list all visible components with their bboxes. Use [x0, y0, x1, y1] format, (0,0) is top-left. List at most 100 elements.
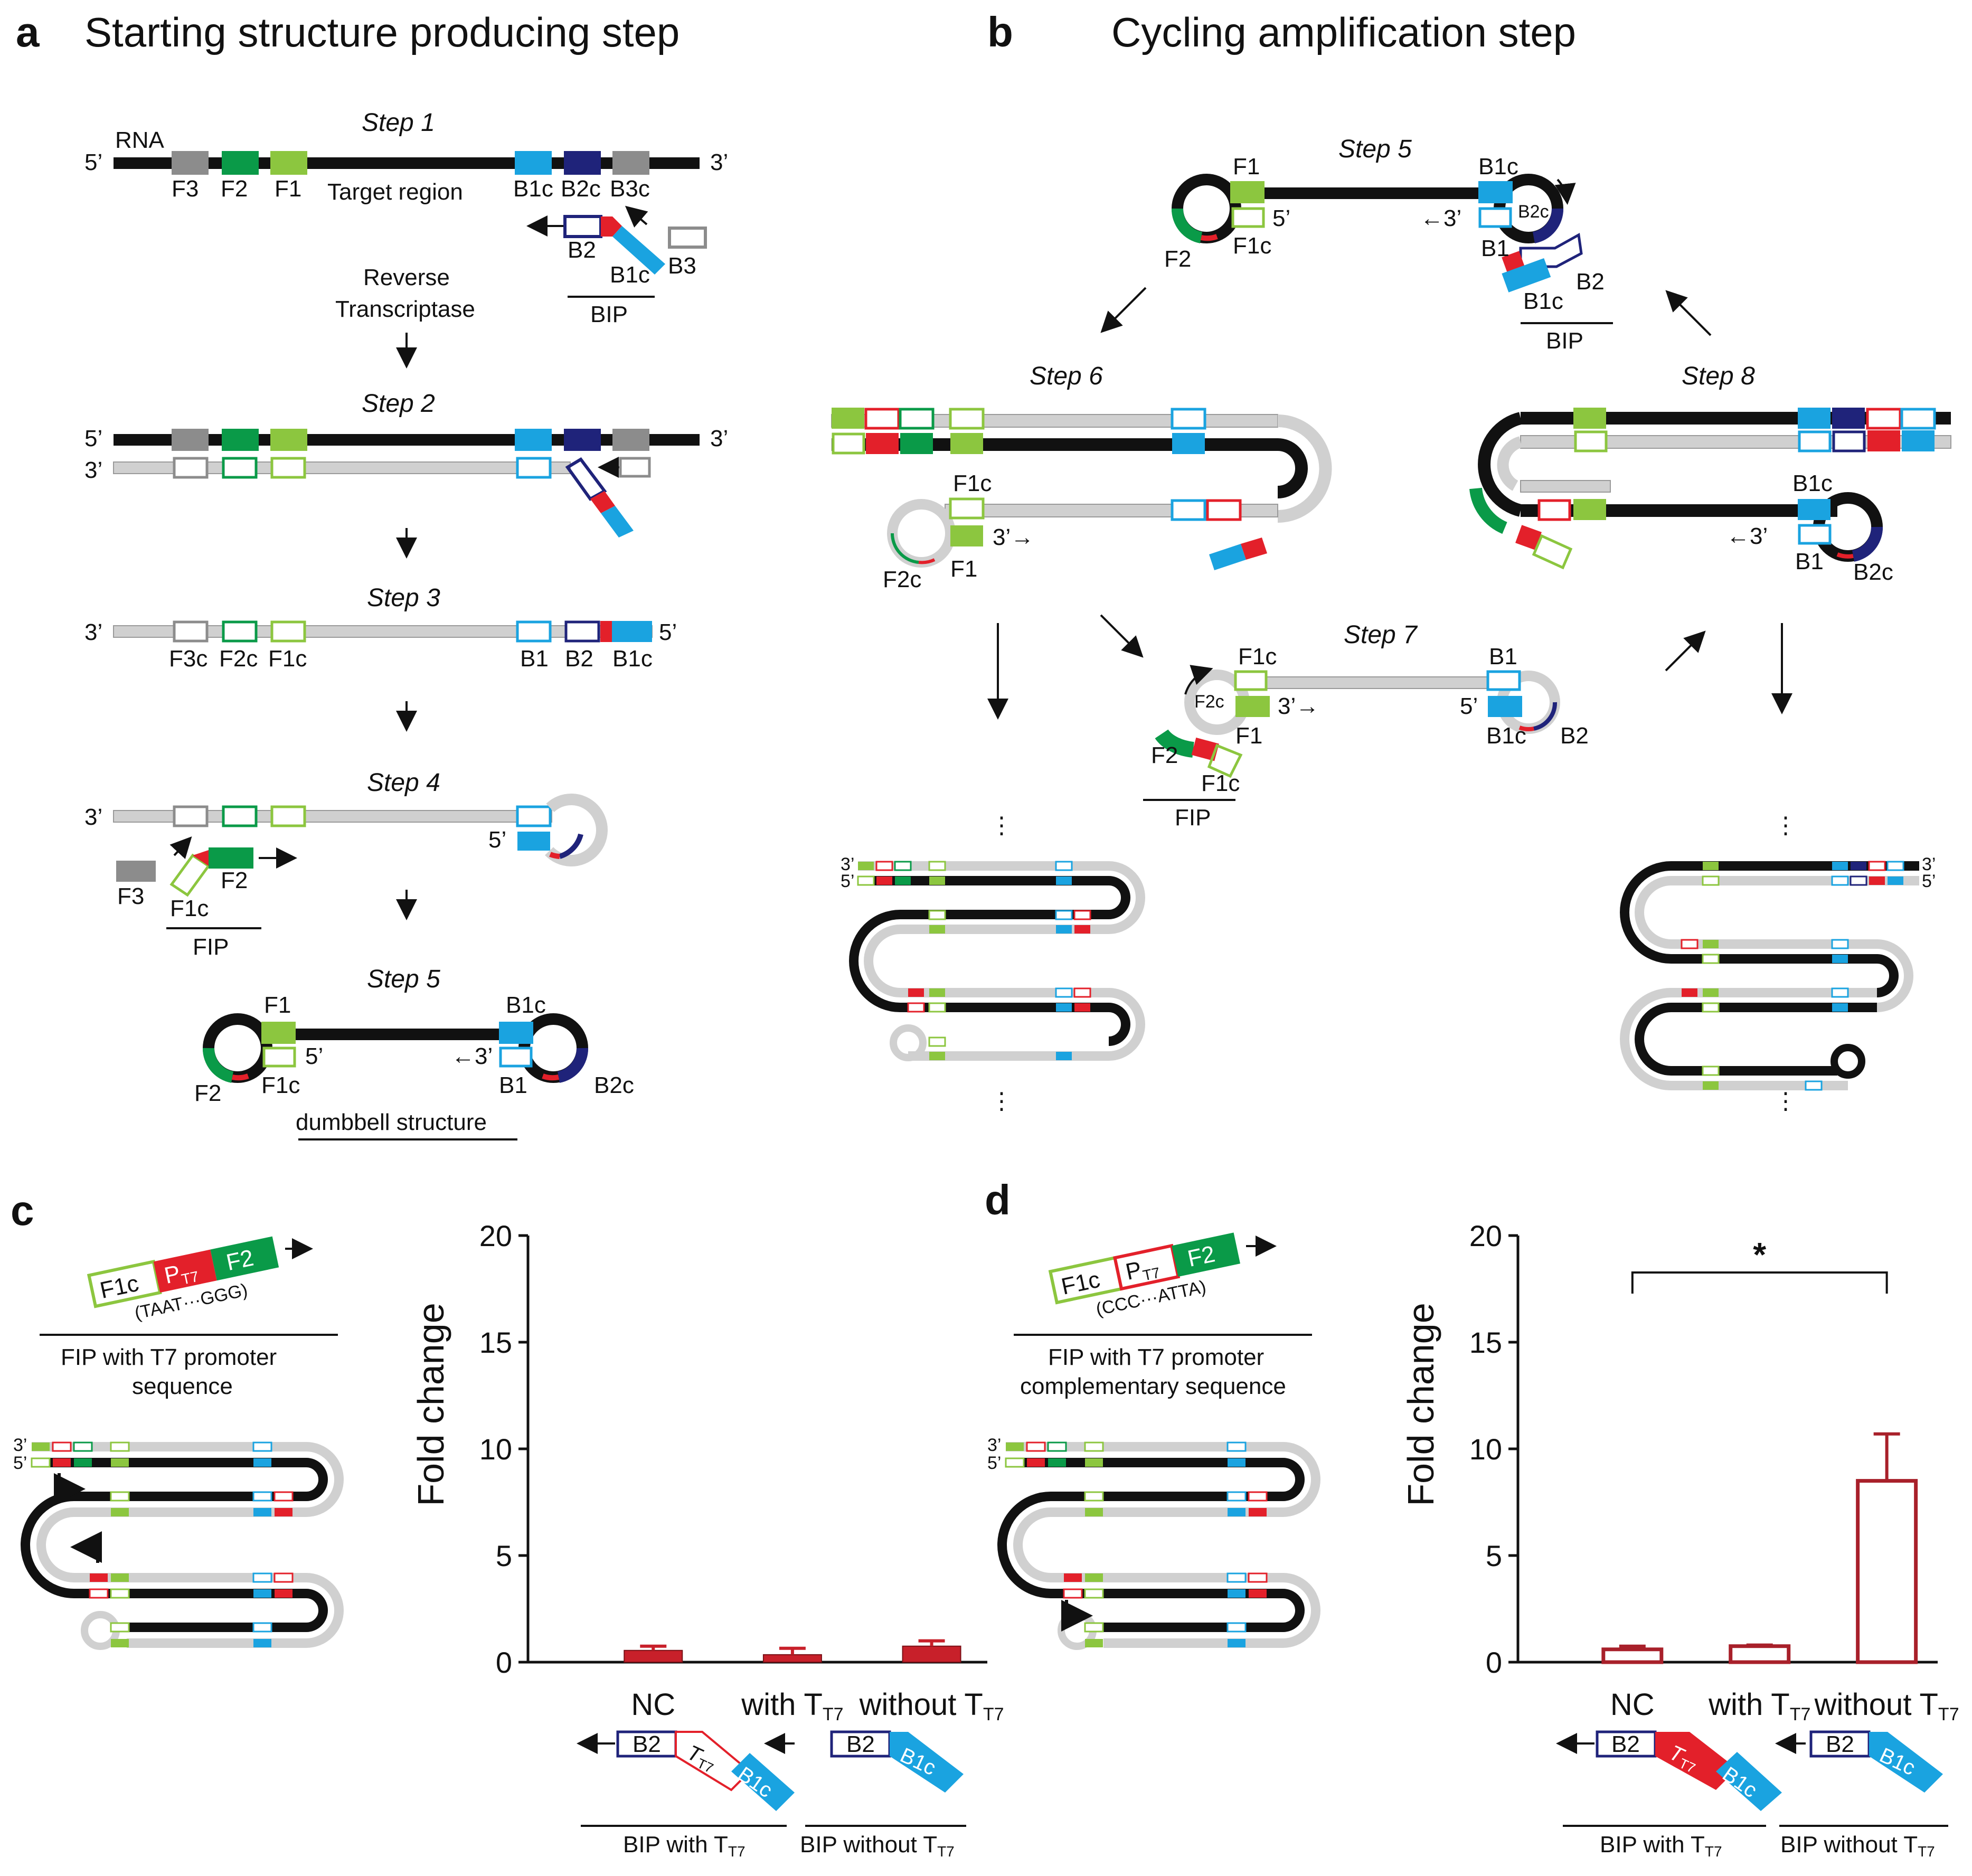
d-fip-t7: T7 — [1141, 1264, 1162, 1284]
step7-f2-label: F2 — [1151, 742, 1178, 768]
step4-f1c-label: F1c — [170, 895, 209, 921]
step5a-f1-label: F1 — [264, 992, 291, 1018]
step4-fip-label: FIP — [193, 934, 229, 960]
step7-f1c-top-label: F1c — [1238, 644, 1277, 670]
chart-c-ytick-label: 15 — [479, 1326, 512, 1359]
serp-d-5prime: 5’ — [987, 1453, 1001, 1473]
step3-f2c-label: F2c — [219, 646, 258, 672]
step8-b1-label: B1 — [1795, 549, 1824, 574]
chart-c-category-label: without TT7 — [859, 1688, 1004, 1724]
chart-d-category-label: without TT7 — [1814, 1688, 1959, 1724]
step-2: Step 2 5’ 3’ 3’ — [84, 390, 728, 559]
d-bip2-b2: B2 — [1826, 1731, 1854, 1757]
d-fip-caption-2: complementary sequence — [1020, 1373, 1286, 1399]
step5a-b1c-label: B1c — [506, 992, 546, 1018]
step4-5prime: 5’ — [488, 827, 506, 853]
step5b-f1c-label: F1c — [1233, 233, 1271, 259]
chart-c-ytick-label: 20 — [479, 1219, 512, 1252]
chart-d-significance-star: * — [1753, 1236, 1766, 1274]
step5a-b1-label: B1 — [499, 1072, 527, 1098]
step4-3prime: 3’ — [84, 804, 102, 830]
step3-b2-label: B2 — [565, 646, 593, 672]
step2-b2c — [564, 429, 601, 451]
d-bip-with-text: BIP with T — [1600, 1832, 1705, 1858]
b3c-region — [612, 151, 649, 175]
chart-d-bar — [1856, 1479, 1918, 1664]
bip-label: BIP — [590, 301, 628, 327]
chart-d-ytick-label: 0 — [1486, 1646, 1502, 1679]
step5b-b2c-label: B2c — [1518, 202, 1549, 222]
rna-label: RNA — [115, 127, 165, 153]
step8-b2c-label: B2c — [1853, 559, 1893, 585]
c-fip-f2: F2 — [224, 1245, 256, 1276]
panel-letter-d: d — [985, 1176, 1011, 1223]
chart-c-ytick-label: 5 — [496, 1539, 512, 1572]
chart-d-ytick-label: 5 — [1486, 1539, 1502, 1572]
step5a-3prime: ←3’ — [451, 1043, 493, 1069]
f1-label: F1 — [275, 176, 301, 202]
step7-fip-label: FIP — [1175, 805, 1211, 831]
step5b-5prime: 5’ — [1272, 205, 1290, 231]
step3-f1c-label: F1c — [268, 646, 307, 672]
c-bip2-b2: B2 — [846, 1731, 875, 1757]
step6-f1c-label: F1c — [953, 470, 992, 496]
panel-letter-c: c — [11, 1187, 34, 1234]
rna-5prime-label: 5’ — [84, 149, 102, 175]
panel-letter-b: b — [987, 8, 1013, 55]
step-2-label: Step 2 — [362, 390, 435, 418]
step6-f1-label: F1 — [950, 556, 977, 582]
f2-label: F2 — [221, 176, 248, 202]
step-1: Step 1 5’ RNA 3’ F3 F2 F1 Target region … — [84, 109, 728, 369]
b1c-region — [515, 151, 552, 175]
dumbbell-label: dumbbell structure — [296, 1109, 487, 1135]
c-bip-with-label: BIP with TT7 — [623, 1832, 746, 1860]
step2-cdna-3prime: 3’ — [84, 457, 102, 483]
d-bip-without-text: BIP without T — [1780, 1832, 1918, 1858]
step-5b: Step 5 F1 5’ F1c F2 B1c ←3’ B1 B2c B2 B1… — [1100, 135, 1712, 354]
panel-a: a Starting structure producing step Step… — [16, 8, 728, 1140]
f3-region — [172, 151, 209, 175]
step-5a: Step 5 F1 5’ F1c F2 B1c ←3’ B1 B2c dumbb… — [194, 965, 634, 1140]
step5b-f1-label: F1 — [1233, 154, 1260, 180]
chart-c-bar — [902, 1645, 961, 1663]
step2-f1c — [270, 457, 306, 479]
c-bip-without-text: BIP without T — [800, 1832, 937, 1858]
b1c-label: B1c — [513, 176, 553, 202]
step8-3prime: ←3’ — [1726, 523, 1768, 549]
chart-d-ytick-label: 20 — [1469, 1219, 1502, 1252]
f2-region — [222, 151, 259, 175]
step-4: Step 4 3’ 5’ F3 F2 F1c FIP — [84, 769, 608, 960]
rna-strand — [114, 157, 700, 169]
step2-3prime: 3’ — [710, 426, 728, 451]
step2-5prime: 5’ — [84, 426, 102, 451]
serp-br-3prime: 3’ — [1922, 854, 1936, 874]
step6-vdots-top: ⋮ — [990, 813, 1013, 838]
step-3-label: Step 3 — [367, 584, 440, 612]
panel-d: d F1c P T7 F2 (CCC···ATTA) FIP with T7 p… — [985, 1176, 1959, 1860]
target-region-label: Target region — [327, 179, 463, 205]
c-fip-t7: T7 — [180, 1268, 200, 1288]
c-bip-with-sub: T7 — [728, 1843, 746, 1860]
d-bip-without-sub: T7 — [1918, 1843, 1935, 1860]
step5b-b2-label: B2 — [1576, 269, 1605, 295]
step7-f1-label: F1 — [1235, 723, 1262, 749]
rt-label-2: Transcriptase — [335, 296, 475, 322]
serp-bl-3prime: 3’ — [841, 854, 854, 874]
bip-b2-label: B2 — [568, 237, 596, 263]
c-bip-without-label: BIP without TT7 — [800, 1832, 955, 1860]
bip-b1c-label: B1c — [610, 262, 650, 288]
b2c-label: B2c — [561, 176, 601, 202]
chart-c-ytick-label: 10 — [479, 1432, 512, 1466]
serp-bl-5prime: 5’ — [841, 871, 854, 891]
b2c-region — [564, 151, 601, 175]
serp-c-3prime: 3’ — [13, 1435, 27, 1455]
step2-f3 — [172, 429, 209, 451]
step5a-f1c-label: F1c — [261, 1072, 300, 1098]
step7-3prime: 3’→ — [1278, 693, 1319, 719]
panel-a-title: Starting structure producing step — [84, 9, 680, 55]
c-fip-caption-2: sequence — [132, 1373, 233, 1399]
panel-b-title: Cycling amplification step — [1111, 9, 1576, 55]
step-1-label: Step 1 — [362, 109, 435, 137]
